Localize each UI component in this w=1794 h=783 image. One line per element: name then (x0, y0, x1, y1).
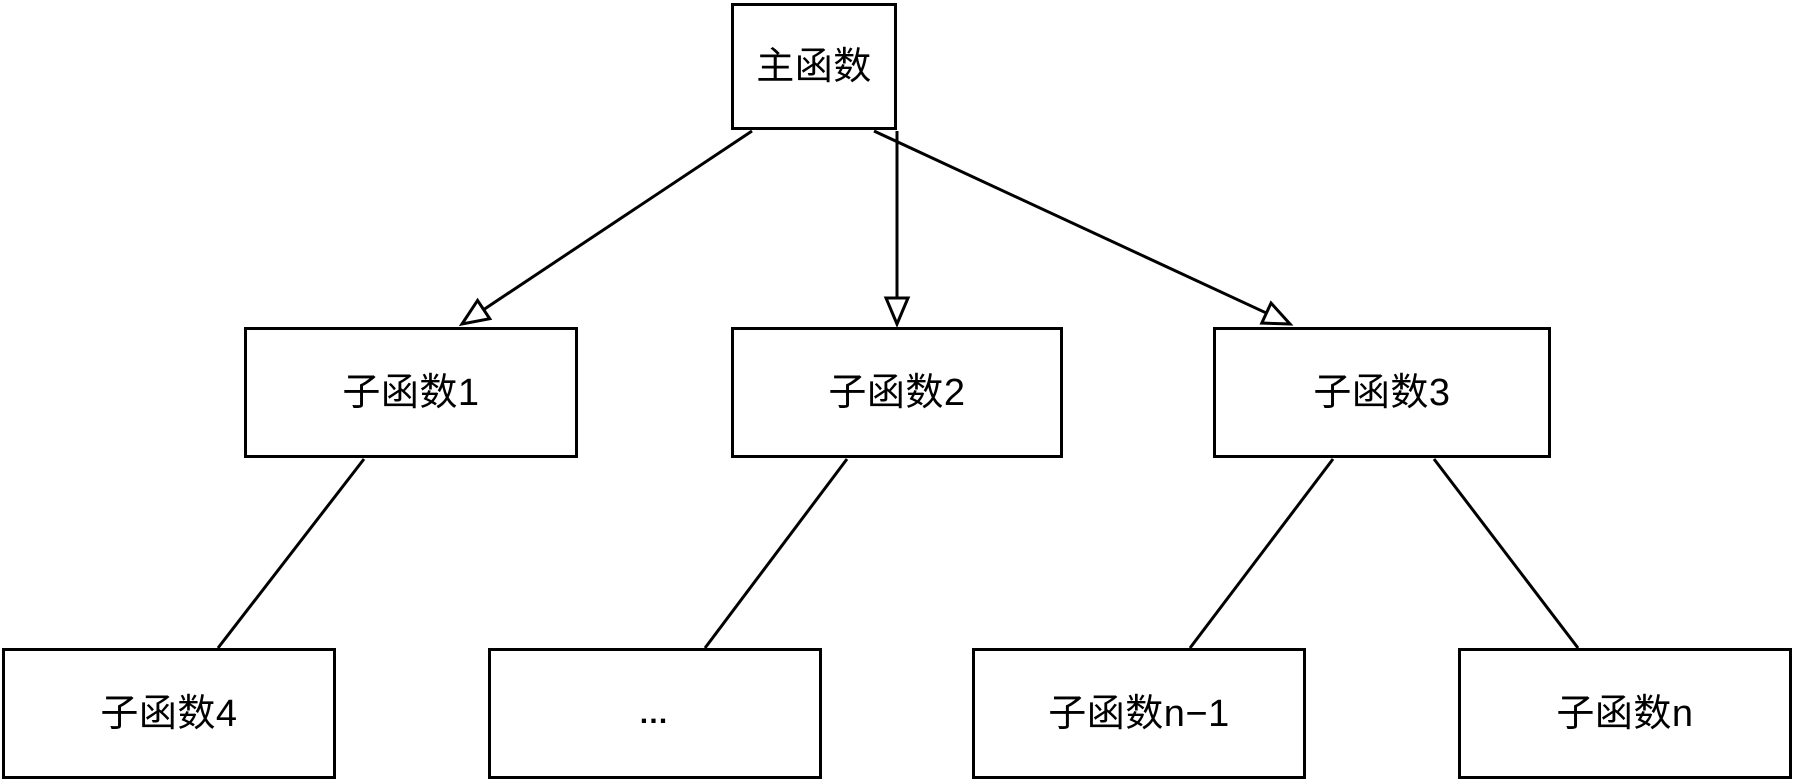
node-subn-label: 子函数n (1556, 692, 1694, 735)
arrowhead-main-to-sub2 (883, 296, 911, 328)
edge-sub3-to-subn1 (1188, 458, 1335, 649)
node-sub2-label: 子函数2 (828, 371, 966, 414)
node-main[interactable]: 主函数 (731, 3, 897, 130)
edge-sub2-to-ellipsis (703, 458, 849, 649)
node-sub3-label: 子函数3 (1313, 371, 1451, 414)
edge-group (216, 129, 1580, 649)
edge-main-to-sub3 (873, 129, 1268, 315)
node-ellipsis-label: … (638, 696, 672, 730)
node-sub1[interactable]: 子函数1 (244, 327, 578, 458)
node-subn-minus-1[interactable]: 子函数n−1 (972, 648, 1306, 779)
edge-sub3-to-subn (1432, 458, 1580, 649)
arrowhead-main-to-sub3 (1259, 300, 1294, 326)
edge-main-to-sub1 (482, 129, 753, 311)
arrowhead-main-to-sub1 (458, 297, 493, 327)
node-sub4[interactable]: 子函数4 (2, 648, 336, 779)
node-sub1-label: 子函数1 (342, 371, 480, 414)
node-main-label: 主函数 (756, 45, 872, 88)
node-sub3[interactable]: 子函数3 (1213, 327, 1551, 458)
node-ellipsis[interactable]: … (488, 648, 822, 779)
node-subn[interactable]: 子函数n (1458, 648, 1792, 779)
edge-sub1-to-sub4 (216, 458, 366, 649)
node-sub4-label: 子函数4 (100, 692, 238, 735)
node-sub2[interactable]: 子函数2 (731, 327, 1063, 458)
node-subn-minus-1-label: 子函数n−1 (1048, 692, 1230, 735)
